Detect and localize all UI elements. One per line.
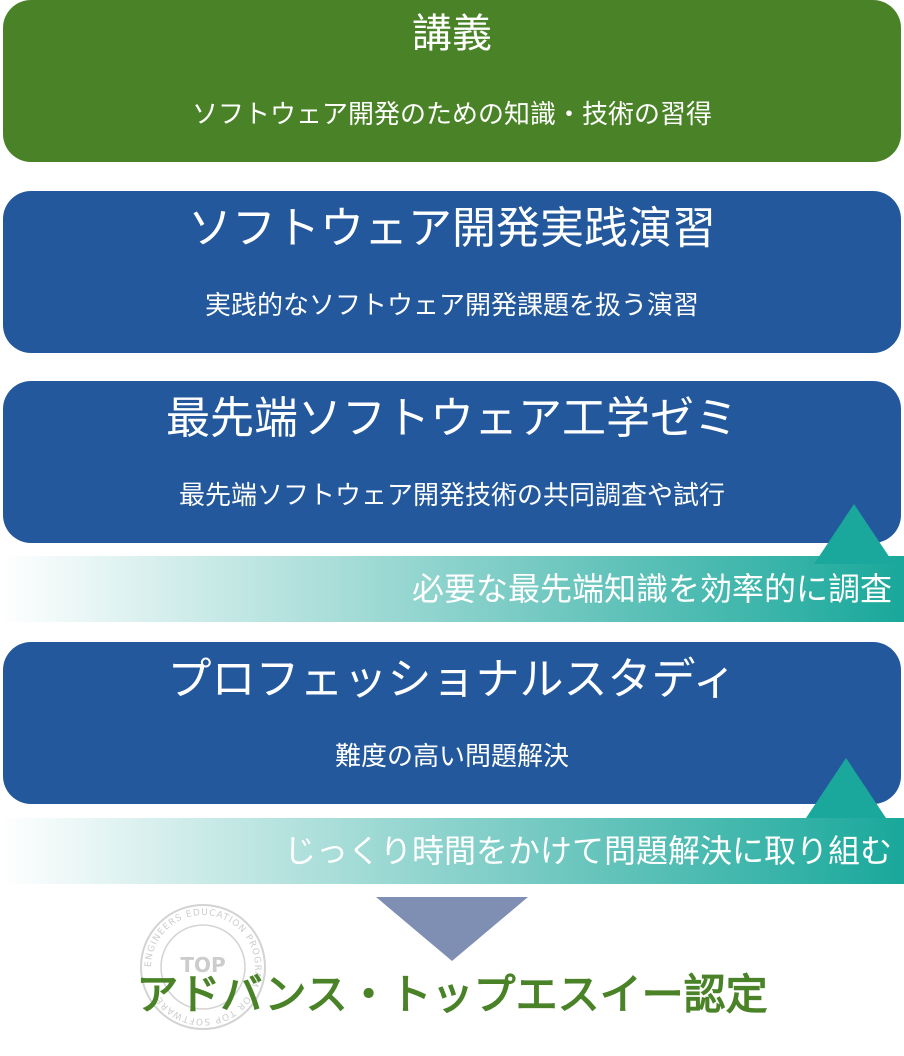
study-box: プロフェッショナルスタディ 難度の高い問題解決 (3, 642, 901, 804)
study-note-pointer (806, 758, 886, 818)
study-note-band: じっくり時間をかけて問題解決に取り組む (0, 818, 904, 884)
study-note-text: じっくり時間をかけて問題解決に取り組む (283, 832, 892, 870)
practice-box: ソフトウェア開発実践演習 実践的なソフトウェア開発課題を扱う演習 (3, 191, 901, 353)
lecture-description: ソフトウェア開発のための知識・技術の習得 (191, 100, 712, 130)
seminar-description: 最先端ソフトウェア開発技術の共同調査や試行 (178, 481, 725, 511)
seminar-note-pointer (814, 504, 894, 564)
practice-title: ソフトウェア開発実践演習 (188, 203, 716, 254)
certification-title: アドバンス・トップエスイー認定 (136, 970, 768, 1019)
practice-description: 実践的なソフトウェア開発課題を扱う演習 (204, 291, 699, 321)
lecture-title: 講義 (412, 11, 492, 57)
down-arrow (376, 897, 528, 961)
study-title: プロフェッショナルスタディ (167, 654, 737, 705)
seminar-title: 最先端ソフトウェア工学ゼミ (166, 393, 738, 444)
lecture-box: 講義 ソフトウェア開発のための知識・技術の習得 (3, 0, 901, 162)
study-description: 難度の高い問題解決 (334, 742, 569, 772)
seminar-note-text: 必要な最先端知識を効率的に調査 (411, 570, 892, 608)
stamp-top-text: TOP (180, 953, 225, 977)
seminar-box: 最先端ソフトウェア工学ゼミ 最先端ソフトウェア開発技術の共同調査や試行 (3, 381, 901, 543)
seminar-note-band: 必要な最先端知識を効率的に調査 (0, 556, 904, 622)
program-stamp-icon: ENGINEERS EDUCATION PROGRAM FOR TOP SOFT… (140, 904, 266, 1030)
